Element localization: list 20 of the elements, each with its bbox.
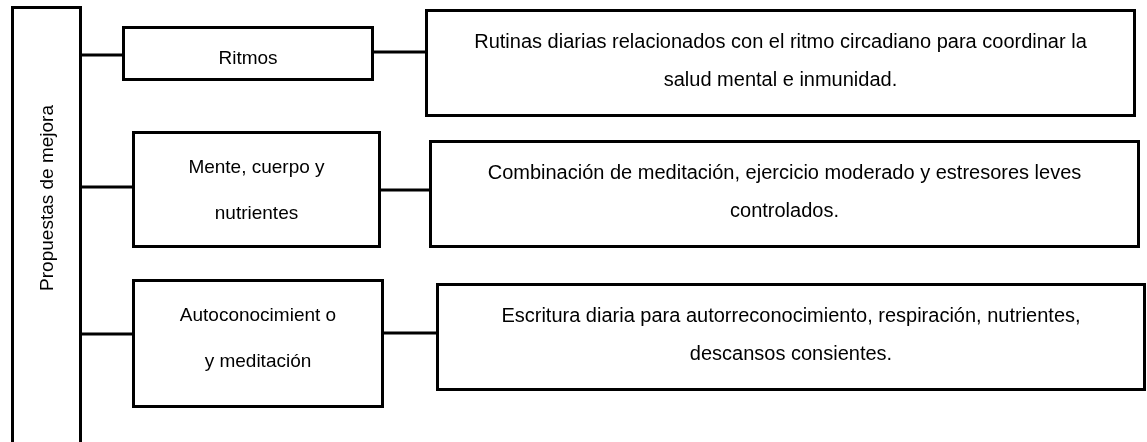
category-label: Propuestas de mejora: [37, 105, 56, 291]
category-box: [11, 6, 82, 442]
connector-line: [374, 50, 425, 54]
connector-line: [82, 185, 132, 189]
description-box: [425, 9, 1136, 117]
proposal-label: Autoconocimient o y meditación: [178, 303, 338, 373]
description-text: Combinación de meditación, ejercicio moderado y estresores leves controlados.: [486, 160, 1083, 223]
proposal-box: [132, 279, 384, 408]
connector-line: [82, 332, 132, 336]
connector-line: [384, 331, 436, 335]
proposal-label: Ritmos: [217, 46, 279, 70]
proposal-label: Mente, cuerpo y nutrientes: [187, 155, 326, 225]
connector-line: [381, 188, 429, 192]
description-text: Escritura diaria para autorreconocimiento, respiración, nutrientes, descansos consientes.: [500, 303, 1082, 366]
proposal-box: [122, 26, 374, 81]
description-text: Rutinas diarias relacionados con el ritmo circadiano para coordinar la salud mental e inmunidad.: [473, 29, 1088, 92]
description-box: [429, 140, 1140, 248]
description-box: [436, 283, 1146, 391]
proposal-box: [132, 131, 381, 248]
connector-line: [82, 53, 122, 57]
